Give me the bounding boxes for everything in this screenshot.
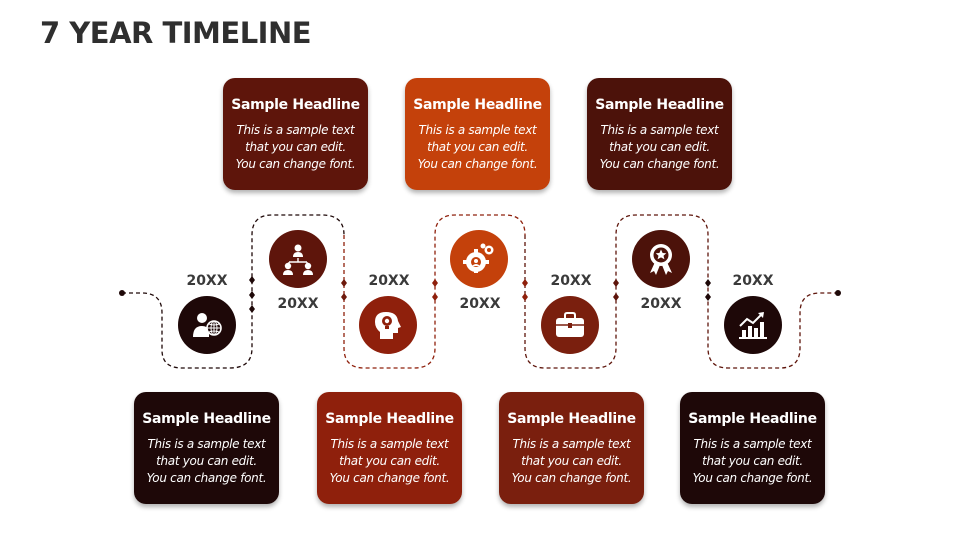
idea-head-icon <box>359 296 417 354</box>
card-text-line: You can change font. <box>599 157 720 171</box>
card-headline: Sample Headline <box>688 411 817 427</box>
card-headline: Sample Headline <box>142 411 271 427</box>
year-label-2: 20XX <box>277 296 319 312</box>
timeline-card-6: Sample Headline This is a sample text th… <box>587 78 732 190</box>
year-label-4: 20XX <box>459 296 501 312</box>
card-text-line: You can change font. <box>692 471 813 485</box>
card-text-line: This is a sample text <box>512 437 631 451</box>
timeline-card-7: Sample Headline This is a sample text th… <box>680 392 825 504</box>
card-text-line: You can change font. <box>329 471 450 485</box>
card-headline: Sample Headline <box>325 411 454 427</box>
card-text-line: that you can edit. <box>427 140 528 154</box>
card-text-line: This is a sample text <box>147 437 266 451</box>
gear-head-icon <box>450 230 508 288</box>
card-text-line: You can change font. <box>511 471 632 485</box>
card-headline: Sample Headline <box>595 97 724 113</box>
timeline-card-5: Sample Headline This is a sample text th… <box>499 392 644 504</box>
timeline-card-1: Sample Headline This is a sample text th… <box>134 392 279 504</box>
timeline-card-2: Sample Headline This is a sample text th… <box>223 78 368 190</box>
card-text-line: This is a sample text <box>330 437 449 451</box>
card-headline: Sample Headline <box>413 97 542 113</box>
card-text-line: This is a sample text <box>236 123 355 137</box>
year-label-7: 20XX <box>732 273 774 289</box>
card-text-line: You can change font. <box>417 157 538 171</box>
timeline-card-3: Sample Headline This is a sample text th… <box>317 392 462 504</box>
card-text-line: You can change font. <box>235 157 356 171</box>
card-text-line: that you can edit. <box>609 140 710 154</box>
year-label-5: 20XX <box>550 273 592 289</box>
businessman-globe-icon <box>178 296 236 354</box>
card-text-line: This is a sample text <box>693 437 812 451</box>
card-text-line: that you can edit. <box>339 454 440 468</box>
timeline-card-4: Sample Headline This is a sample text th… <box>405 78 550 190</box>
card-text-line: that you can edit. <box>521 454 622 468</box>
card-headline: Sample Headline <box>231 97 360 113</box>
year-label-3: 20XX <box>368 273 410 289</box>
page-title: 7 YEAR TIMELINE <box>40 16 312 50</box>
card-headline: Sample Headline <box>507 411 636 427</box>
year-label-1: 20XX <box>186 273 228 289</box>
year-label-6: 20XX <box>640 296 682 312</box>
card-text-line: This is a sample text <box>418 123 537 137</box>
card-text-line: that you can edit. <box>245 140 346 154</box>
briefcase-icon <box>541 296 599 354</box>
award-badge-icon <box>632 230 690 288</box>
card-text-line: that you can edit. <box>702 454 803 468</box>
card-text-line: You can change font. <box>146 471 267 485</box>
team-network-icon <box>269 230 327 288</box>
card-text-line: that you can edit. <box>156 454 257 468</box>
growth-chart-icon <box>724 296 782 354</box>
card-text-line: This is a sample text <box>600 123 719 137</box>
